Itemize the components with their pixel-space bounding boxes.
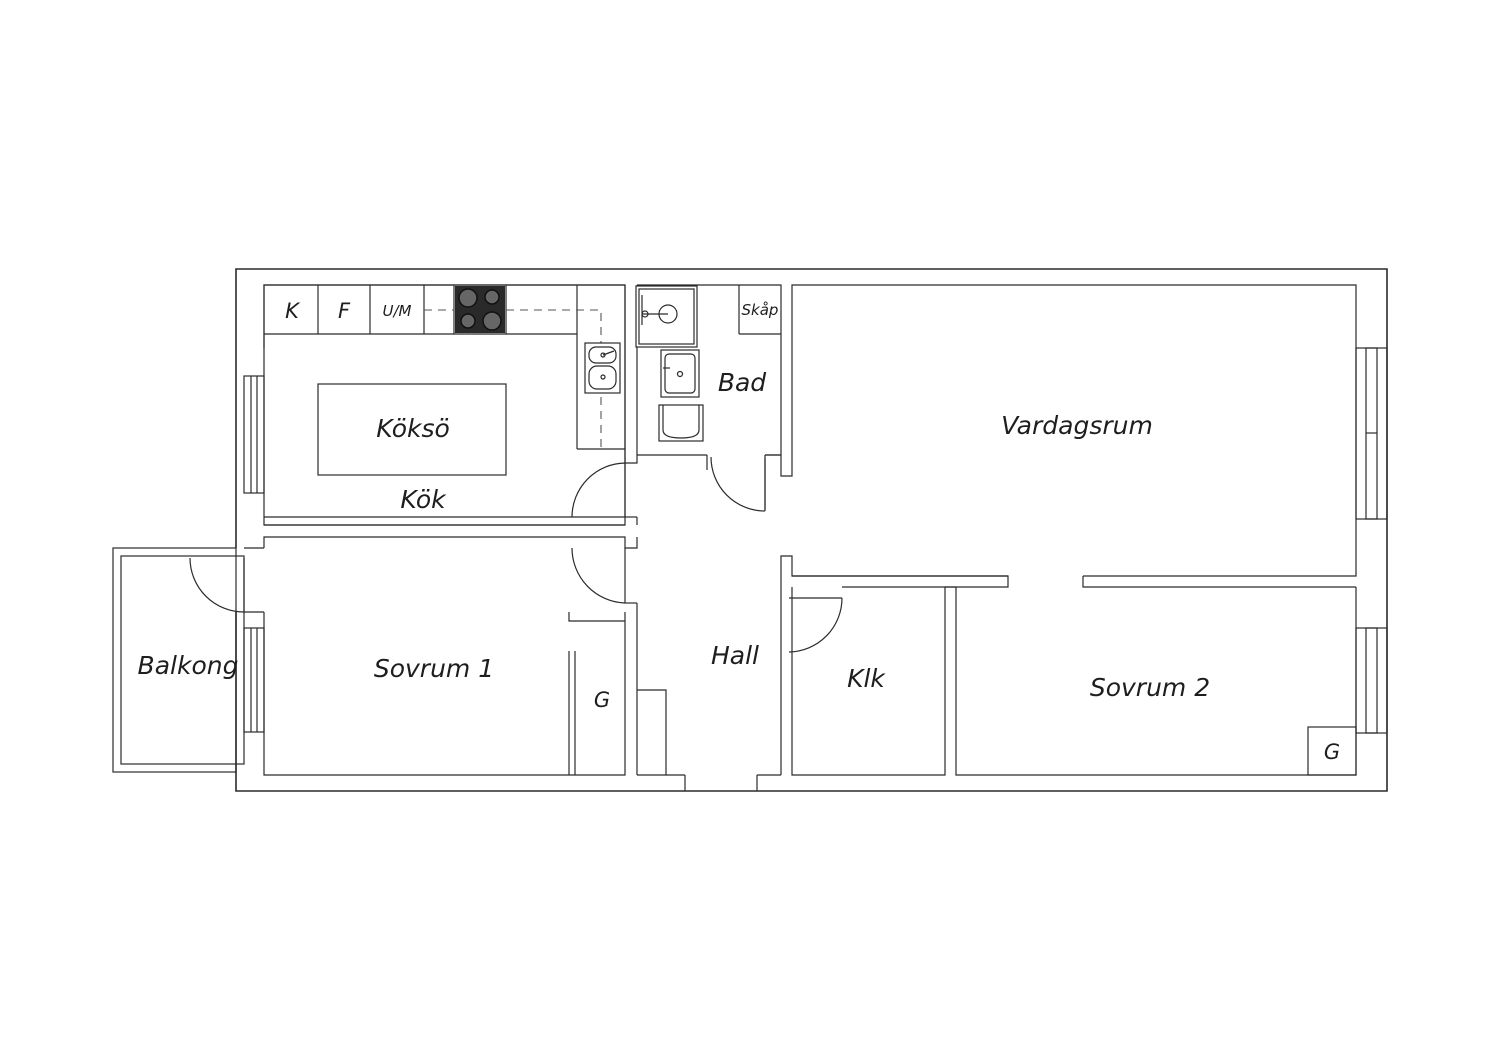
- label-fridge: K: [285, 299, 301, 323]
- label-bath-cabinet: Skåp: [742, 301, 779, 319]
- kitchen-window: [243, 375, 265, 494]
- label-balcony: Balkong: [138, 651, 239, 680]
- balcony: [112, 547, 245, 773]
- label-oven-microwave: U/M: [383, 302, 412, 320]
- toilet-icon: [658, 404, 704, 442]
- kitchen-sink-icon: [584, 342, 621, 394]
- living-room-window: [1355, 347, 1388, 520]
- stove-icon: [455, 286, 505, 333]
- outer-walls: [235, 268, 1388, 792]
- wardrobe-bedroom-2: [1307, 726, 1357, 776]
- kitchen-island: [317, 383, 507, 476]
- label-wardrobe-bedroom-1: G: [594, 688, 610, 712]
- label-bedroom-2: Sovrum 2: [1090, 673, 1210, 702]
- kitchen-door: [571, 462, 626, 518]
- label-bathroom: Bad: [718, 368, 766, 397]
- bedroom-1: [243, 536, 638, 776]
- wash-basin-icon: [660, 349, 700, 398]
- wardrobe-bedroom-1: [568, 612, 625, 775]
- kitchen: [263, 284, 638, 526]
- label-closet: Klk: [847, 664, 886, 693]
- closet: [788, 586, 946, 776]
- living-room: [792, 575, 1356, 588]
- bedroom-2: [945, 586, 1388, 776]
- shower-icon: [635, 285, 698, 348]
- label-wardrobe-bedroom-2: G: [1324, 740, 1340, 764]
- label-bedroom-1: Sovrum 1: [374, 654, 494, 683]
- label-kitchen-island: Köksö: [376, 414, 450, 443]
- label-hall: Hall: [711, 641, 759, 670]
- hall: [637, 577, 782, 791]
- label-freezer: F: [338, 299, 351, 323]
- label-kitchen: Kök: [400, 485, 447, 514]
- label-living-room: Vardagsrum: [1001, 411, 1153, 440]
